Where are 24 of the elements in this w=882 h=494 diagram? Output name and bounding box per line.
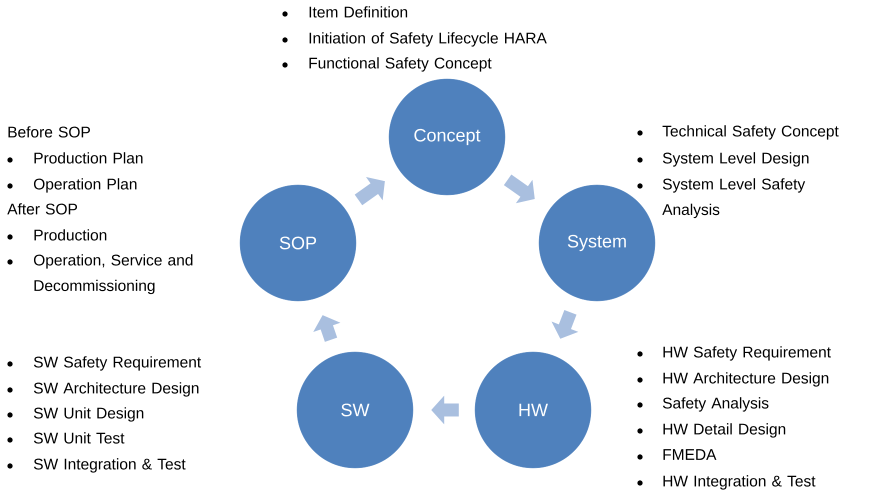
bullet-text: After SOP xyxy=(7,203,78,215)
bullet-text: FMEDA xyxy=(663,449,716,460)
bullet-text: HW Detail Design xyxy=(663,423,786,438)
bullet-text: SW Unit Test xyxy=(34,432,124,444)
bullet-text: SW Architecture Design xyxy=(34,382,198,397)
bullet-text: Operation Plan xyxy=(34,178,136,193)
bullet-text: Production Plan xyxy=(34,152,142,164)
bullet-text: Initiation of Safety Lifecycle HARA xyxy=(310,32,547,47)
bullet-text: SW Unit Design xyxy=(34,407,144,422)
bullet-text: System Level Safety Analysis xyxy=(662,178,806,218)
block-arrow xyxy=(354,176,385,206)
bullet-text: HW Architecture Design xyxy=(663,372,828,387)
bullet-text: SW Integration & Test xyxy=(34,458,186,473)
bullet-text: HW Integration & Test xyxy=(663,475,816,490)
bullet-text: Functional Safety Concept xyxy=(309,57,492,72)
bullet-text: Technical Safety Concept xyxy=(662,125,839,140)
bullet-text: HW Safety Requirement xyxy=(663,346,831,361)
bullet-text: Item Definition xyxy=(310,6,408,18)
bullet-text: System Level Design xyxy=(662,152,808,167)
bullet-text: Production xyxy=(34,229,106,241)
bullet-text: Safety Analysis xyxy=(662,397,768,412)
bullet-text: Before SOP xyxy=(8,126,90,138)
bullet-text: SW Safety Requirement xyxy=(34,356,202,371)
bullet-text: Operation, Service and Decommissioning xyxy=(34,254,192,294)
